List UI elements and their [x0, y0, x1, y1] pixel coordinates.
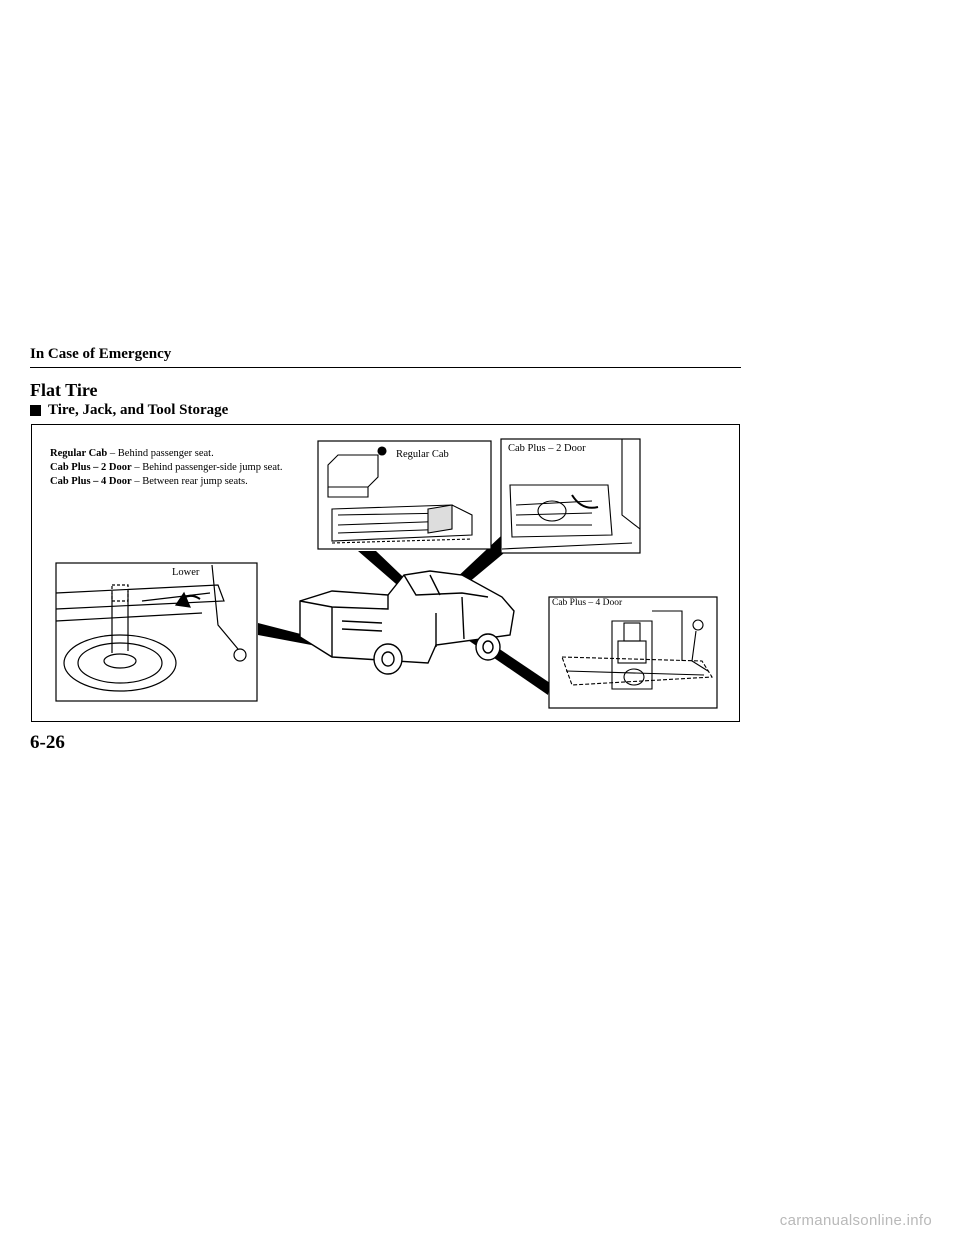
legend-separator: –	[131, 462, 143, 473]
legend-row-regular-cab: Regular Cab – Behind passenger seat.	[50, 447, 283, 461]
legend-text: Between rear jump seats.	[142, 476, 248, 487]
legend-separator: –	[107, 448, 118, 459]
page-title: Flat Tire	[30, 380, 98, 400]
section-header: In Case of Emergency	[30, 346, 172, 362]
storage-illustration	[55, 438, 718, 709]
subheading-text: Tire, Jack, and Tool Storage	[48, 402, 229, 418]
storage-legend: Regular Cab – Behind passenger seat. Cab…	[50, 447, 283, 489]
label-cab-plus-2door: Cab Plus – 2 Door	[508, 443, 586, 454]
label-lower: Lower	[172, 567, 200, 578]
page-number: 6-26	[30, 732, 65, 753]
legend-row-cab-plus-2door: Cab Plus – 2 Door – Behind passenger-sid…	[50, 461, 283, 475]
label-cab-plus-4door: Cab Plus – 4 Door	[552, 598, 623, 608]
legend-separator: –	[131, 476, 143, 487]
cab-plus-2door-panel	[500, 438, 641, 554]
storage-figure: Regular Cab – Behind passenger seat. Cab…	[31, 424, 740, 722]
cab-plus-4door-panel	[548, 596, 718, 709]
legend-label: Cab Plus – 2 Door	[50, 462, 132, 473]
label-regular-cab: Regular Cab	[396, 449, 449, 460]
watermark: carmanualsonline.info	[779, 1212, 932, 1229]
regular-cab-panel	[317, 440, 492, 550]
legend-row-cab-plus-4door: Cab Plus – 4 Door – Between rear jump se…	[50, 475, 283, 489]
legend-label: Cab Plus – 4 Door	[50, 476, 132, 487]
square-bullet-icon	[30, 405, 41, 416]
header-rule	[30, 367, 741, 368]
legend-label: Regular Cab	[50, 448, 108, 459]
pickup-truck-icon	[299, 570, 515, 675]
tire-tool-panel	[55, 562, 258, 702]
legend-text: Behind passenger-side jump seat.	[142, 462, 283, 473]
subheading: Tire, Jack, and Tool Storage	[30, 402, 228, 419]
legend-text: Behind passenger seat.	[117, 448, 214, 459]
